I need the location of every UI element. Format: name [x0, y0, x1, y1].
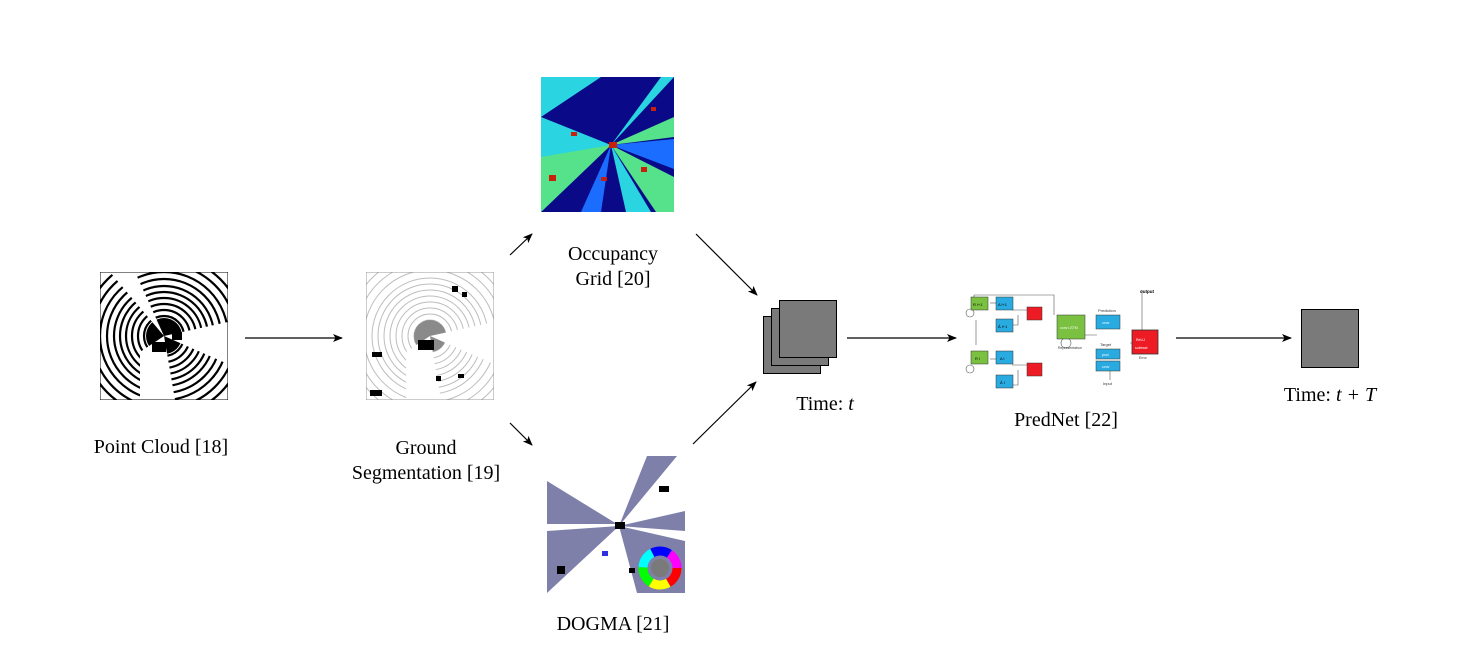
svg-text:A l+1: A l+1 — [998, 302, 1008, 307]
svg-text:Target: Target — [1100, 342, 1112, 347]
point-cloud-image — [100, 272, 228, 400]
svg-text:Error: Error — [1139, 356, 1148, 360]
svg-text:Â l+1: Â l+1 — [998, 324, 1008, 329]
svg-text:conv: conv — [1102, 321, 1110, 325]
svg-text:R l+1: R l+1 — [973, 302, 983, 307]
svg-text:A l: A l — [1000, 356, 1005, 361]
svg-text:R l: R l — [975, 356, 980, 361]
output-frame-icon — [1301, 309, 1359, 368]
color-wheel-icon — [638, 546, 682, 590]
svg-text:conv: conv — [1102, 365, 1110, 369]
arrow-ground-to-occupancy — [509, 233, 533, 256]
dogma-image — [547, 456, 685, 593]
svg-text:Representation: Representation — [1058, 346, 1082, 350]
prednet-diagram: output Prediction Target Representation … — [962, 285, 1162, 395]
occupancy-grid-image — [541, 77, 674, 212]
ground-segmentation-image — [366, 272, 494, 400]
arrow-ground-to-dogma — [509, 422, 533, 446]
time-tT-label: Time: t + T — [1283, 384, 1377, 406]
svg-text:Input: Input — [1103, 381, 1113, 386]
stacked-frames-icon — [763, 300, 843, 378]
arrow-occupancy-to-stack — [695, 233, 758, 296]
svg-text:subtract: subtract — [1135, 346, 1147, 350]
svg-text:Â l: Â l — [1000, 380, 1005, 385]
point-cloud-label: Point Cloud [18] — [93, 436, 229, 458]
svg-text:Prediction: Prediction — [1098, 308, 1116, 313]
svg-text:pool: pool — [1102, 353, 1109, 357]
arrow-dogma-to-stack — [692, 381, 757, 445]
prednet-label: PredNet [22] — [1014, 409, 1118, 431]
svg-text:output: output — [1140, 289, 1154, 294]
dogma-label: DOGMA [21] — [556, 613, 670, 635]
ground-segmentation-label: Ground Segmentation [19] — [351, 437, 501, 484]
svg-text:conv LSTM: conv LSTM — [1060, 326, 1078, 330]
time-t-label: Time: t — [796, 393, 854, 415]
svg-text:ReLU: ReLU — [1136, 338, 1145, 342]
occupancy-grid-label: Occupancy Grid [20] — [568, 243, 658, 290]
